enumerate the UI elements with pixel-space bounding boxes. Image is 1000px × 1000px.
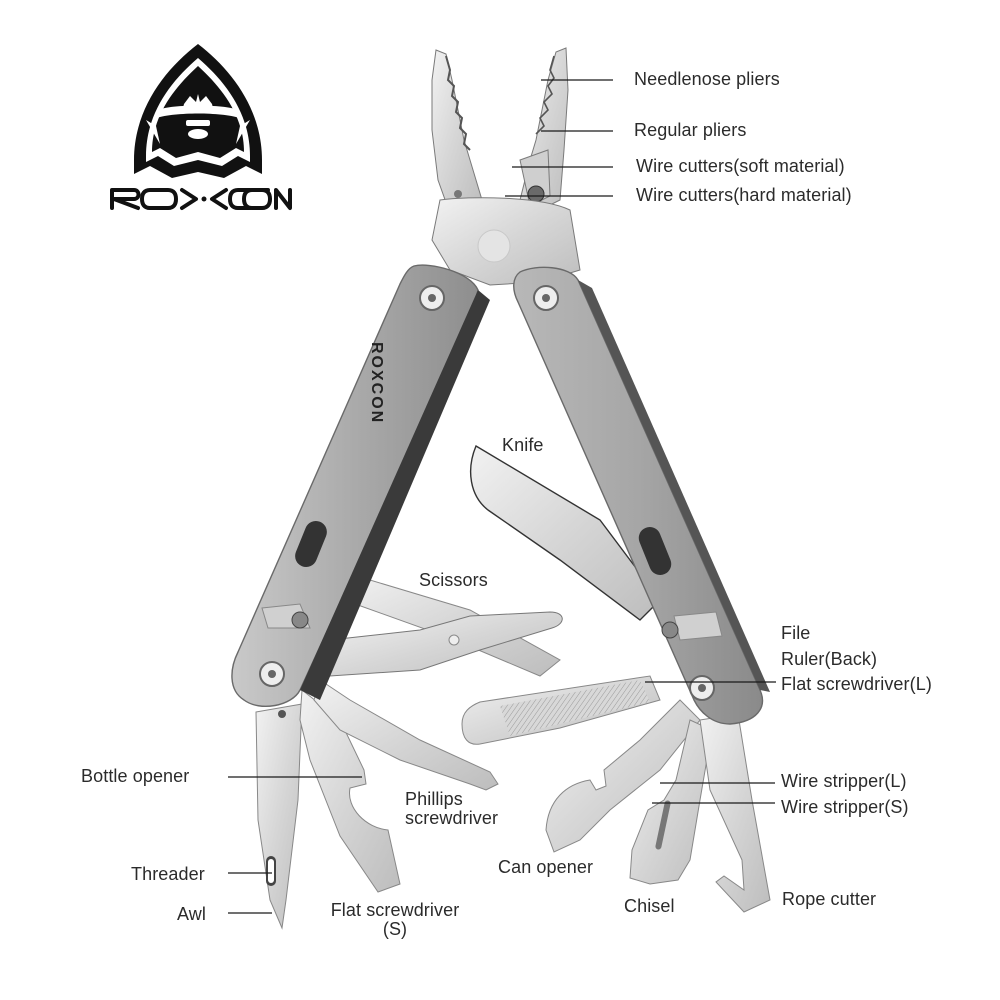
- label-ruler-back: Ruler(Back): [781, 649, 878, 669]
- label-bottle-opener: Bottle opener: [81, 766, 190, 786]
- left-handle: ROXCON: [231, 264, 490, 707]
- label-wire-cutters-soft: Wire cutters(soft material): [636, 156, 845, 176]
- phillips-screwdriver-tool: [313, 679, 499, 791]
- awl-tool: [255, 703, 303, 930]
- scissors: [329, 573, 563, 677]
- knife-blade: [469, 444, 661, 621]
- label-knife: Knife: [502, 435, 544, 455]
- label-threader: Threader: [131, 864, 205, 884]
- rope-cutter-tool: [699, 713, 771, 913]
- label-flat-screwdriver-s-line1: Flat screwdriver: [330, 900, 460, 920]
- label-flat-screwdriver-s-line2: (S): [382, 919, 408, 939]
- label-wire-cutters-hard: Wire cutters(hard material): [636, 185, 852, 205]
- handle-imprint: ROXCON: [368, 342, 385, 424]
- hooded-figure-logo-icon: [134, 44, 262, 178]
- label-phillips-line2: screwdriver: [405, 808, 499, 828]
- chisel-tool: [629, 719, 713, 885]
- label-phillips-line1: Phillips: [405, 789, 463, 809]
- label-chisel: Chisel: [624, 896, 675, 916]
- label-rope-cutter: Rope cutter: [782, 889, 877, 909]
- label-file: File: [781, 623, 811, 643]
- bottle-opener-tool: [299, 689, 401, 893]
- label-regular-pliers: Regular pliers: [634, 120, 747, 140]
- label-flat-screwdriver-l: Flat screwdriver(L): [781, 674, 932, 694]
- label-wire-stripper-s: Wire stripper(S): [781, 797, 909, 817]
- label-scissors: Scissors: [419, 570, 488, 590]
- label-can-opener: Can opener: [498, 857, 594, 877]
- brand-wordmark: [110, 188, 292, 210]
- right-handle: [513, 266, 770, 725]
- plier-jaws: [431, 47, 581, 286]
- label-wire-stripper-l: Wire stripper(L): [781, 771, 907, 791]
- file-tool: [461, 675, 661, 745]
- label-awl: Awl: [177, 904, 206, 924]
- label-needlenose-pliers: Needlenose pliers: [634, 69, 780, 89]
- leader-lines: [228, 79, 776, 914]
- can-opener-tool: [545, 699, 701, 853]
